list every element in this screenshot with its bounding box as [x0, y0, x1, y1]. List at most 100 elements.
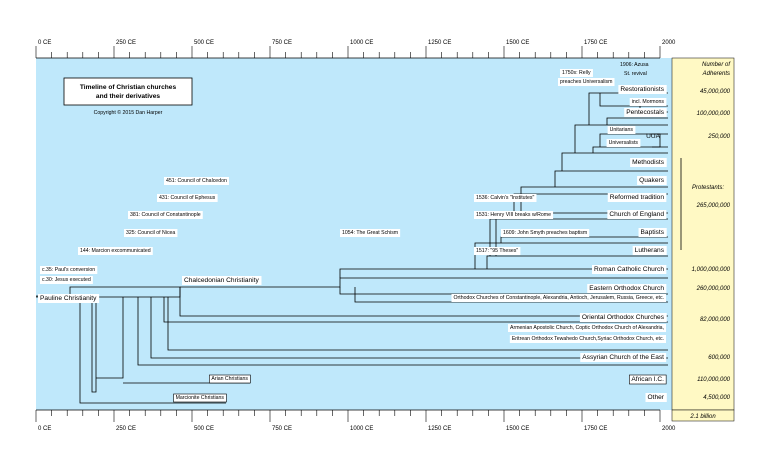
branch-marcionite: Marcionite Christians — [176, 395, 225, 401]
pentecostals-line — [606, 117, 668, 125]
title-line1: Timeline of Christian churches — [80, 84, 177, 91]
event-marcion-bg — [78, 247, 153, 255]
tick-label: 1250 CE — [428, 40, 451, 46]
branch-marcionite-bg — [173, 393, 227, 403]
branch-universalists-bg — [606, 139, 641, 147]
branch-other: Other — [648, 394, 665, 401]
branch-eastern-orthodox-bg — [587, 284, 667, 293]
tick-label: 500 CE — [194, 40, 214, 46]
event-schism-bg — [340, 229, 401, 237]
branch-oriental-orthodox-bg — [579, 313, 667, 322]
tick-label: 750 CE — [272, 40, 292, 46]
adherents-eastern-orthodox: 260,000,000 — [696, 286, 731, 292]
event-relly-1: 1750s: Relly — [562, 70, 591, 76]
event-relly-2-bg — [558, 78, 615, 86]
event-henry: 1531: Henry VIII breaks w/Rome — [476, 212, 551, 218]
adherents-protestants: 265,000,000 — [696, 203, 731, 209]
copyright: Copyright © 2015 Dan Harper — [94, 109, 163, 116]
tick-label: 1250 CE — [428, 426, 451, 432]
branch-assyrian: Assyrian Church of the East — [582, 354, 664, 361]
tick-label: 1000 CE — [350, 40, 373, 46]
branch-methodists-bg — [630, 158, 667, 167]
adherents-roman-catholic: 1,000,000,000 — [692, 267, 731, 273]
event-constantinople-bg — [128, 211, 203, 219]
methodists-line — [561, 152, 668, 171]
branch-other-bg — [645, 393, 667, 402]
total-box — [671, 409, 735, 422]
branch-orthodox-list: Orthodox Churches of Constantinople, Ale… — [454, 295, 665, 301]
chalcedonian-top — [180, 277, 668, 288]
labels-layer: c.35: Paul's conversion c.30: Jesus execu… — [38, 62, 731, 420]
arian-line — [91, 297, 97, 393]
branch-chalcedonian: Chalcedonian Christianity — [184, 277, 259, 284]
lutheran-line — [486, 255, 668, 269]
branch-oriental-orthodox: Oriental Orthodox Churches — [582, 314, 665, 321]
event-paul-bg — [40, 266, 98, 274]
branch-mormons: incl. Mormons — [632, 99, 665, 105]
event-calvin-bg — [474, 194, 537, 202]
event-schism: 1054: The Great Schism — [342, 230, 398, 236]
tick-label: 250 CE — [116, 40, 136, 46]
event-ephesus: 431: Council of Ephesus — [159, 195, 216, 201]
adherents-oriental-orthodox: 82,000,000 — [700, 317, 731, 323]
methodists-line2 — [574, 124, 668, 153]
title-line2: and their derivatives — [96, 93, 160, 100]
branch-roman-catholic-bg — [592, 265, 667, 274]
branch-england: Church of England — [609, 211, 664, 218]
uua-bracket — [652, 133, 661, 148]
event-theses-bg — [474, 247, 521, 255]
event-constantinople: 381: Council of Constantinople — [130, 212, 201, 218]
adherents-total: 2.1 billion — [689, 414, 716, 420]
event-marcion: 144: Marcion excommunicated — [80, 248, 151, 254]
tick-label: 1000 CE — [350, 426, 373, 432]
branch-pauline-bg — [38, 294, 100, 303]
reformed-line2 — [520, 186, 668, 213]
event-theses: 1517: "95 Theses" — [476, 248, 518, 254]
branch-pentecostals-bg — [624, 108, 667, 117]
tick-label: 1500 CE — [506, 426, 529, 432]
branch-assyrian-bg — [580, 353, 667, 362]
adherents-header-1: Number of — [702, 62, 731, 68]
event-chalcedon: 451: Council of Chalcedon — [166, 178, 227, 184]
branch-mormons-bg — [629, 98, 667, 106]
branch-african: African I.C. — [631, 376, 664, 383]
branch-universalists: Universalists — [609, 140, 639, 146]
branch-oriental-list-2: Eritrean Orthodox Tewahedo Church,Syriac… — [512, 336, 664, 342]
lutheran-line2 — [474, 242, 668, 269]
branch-pauline: Pauline Christianity — [40, 295, 97, 302]
event-smyth: 1609: John Smyth preaches baptism — [503, 230, 587, 236]
event-relly-2: preaches Universalism — [560, 79, 612, 85]
adherents-restorationists: 45,000,000 — [700, 89, 731, 95]
tick-label: 1750 CE — [584, 40, 607, 46]
arian-line-h — [96, 297, 124, 379]
branch-oriental-list-1-bg — [508, 324, 666, 332]
event-chalcedon-bg — [164, 177, 229, 185]
tick-label: 1500 CE — [506, 40, 529, 46]
oriental-line2 — [167, 297, 668, 351]
tick-label: 2000 — [662, 426, 676, 432]
oriental-line — [163, 297, 668, 323]
branch-unitarians-bg — [607, 126, 636, 134]
branch-quakers-bg — [637, 176, 667, 185]
tick-label: 500 CE — [194, 426, 214, 432]
unitarians-line — [599, 133, 668, 147]
branch-eastern-orthodox: Eastern Orthodox Church — [589, 285, 664, 292]
branch-restorationists-bg — [618, 85, 667, 94]
event-paul: c.35: Paul's conversion — [42, 267, 95, 273]
adherents-header-2: Adherents — [702, 71, 730, 77]
branch-pentecostals: Pentecostals — [626, 109, 664, 116]
adherents-uua: 250,000 — [707, 134, 730, 140]
tick-label: 1750 CE — [584, 426, 607, 432]
adherents-african: 110,000,000 — [697, 377, 731, 383]
assyrian-line — [137, 297, 668, 366]
branch-restorationists: Restorationists — [620, 86, 664, 93]
branch-quakers: Quakers — [639, 177, 665, 184]
tick-label: 0 CE — [38, 40, 51, 46]
event-relly-1-bg — [560, 69, 593, 77]
tick-label: 250 CE — [116, 426, 136, 432]
tick-label: 0 CE — [38, 426, 51, 432]
event-jesus: c.30: Jesus executed — [42, 277, 91, 283]
event-calvin: 1536: Calvin's "Institutes" — [476, 195, 534, 201]
